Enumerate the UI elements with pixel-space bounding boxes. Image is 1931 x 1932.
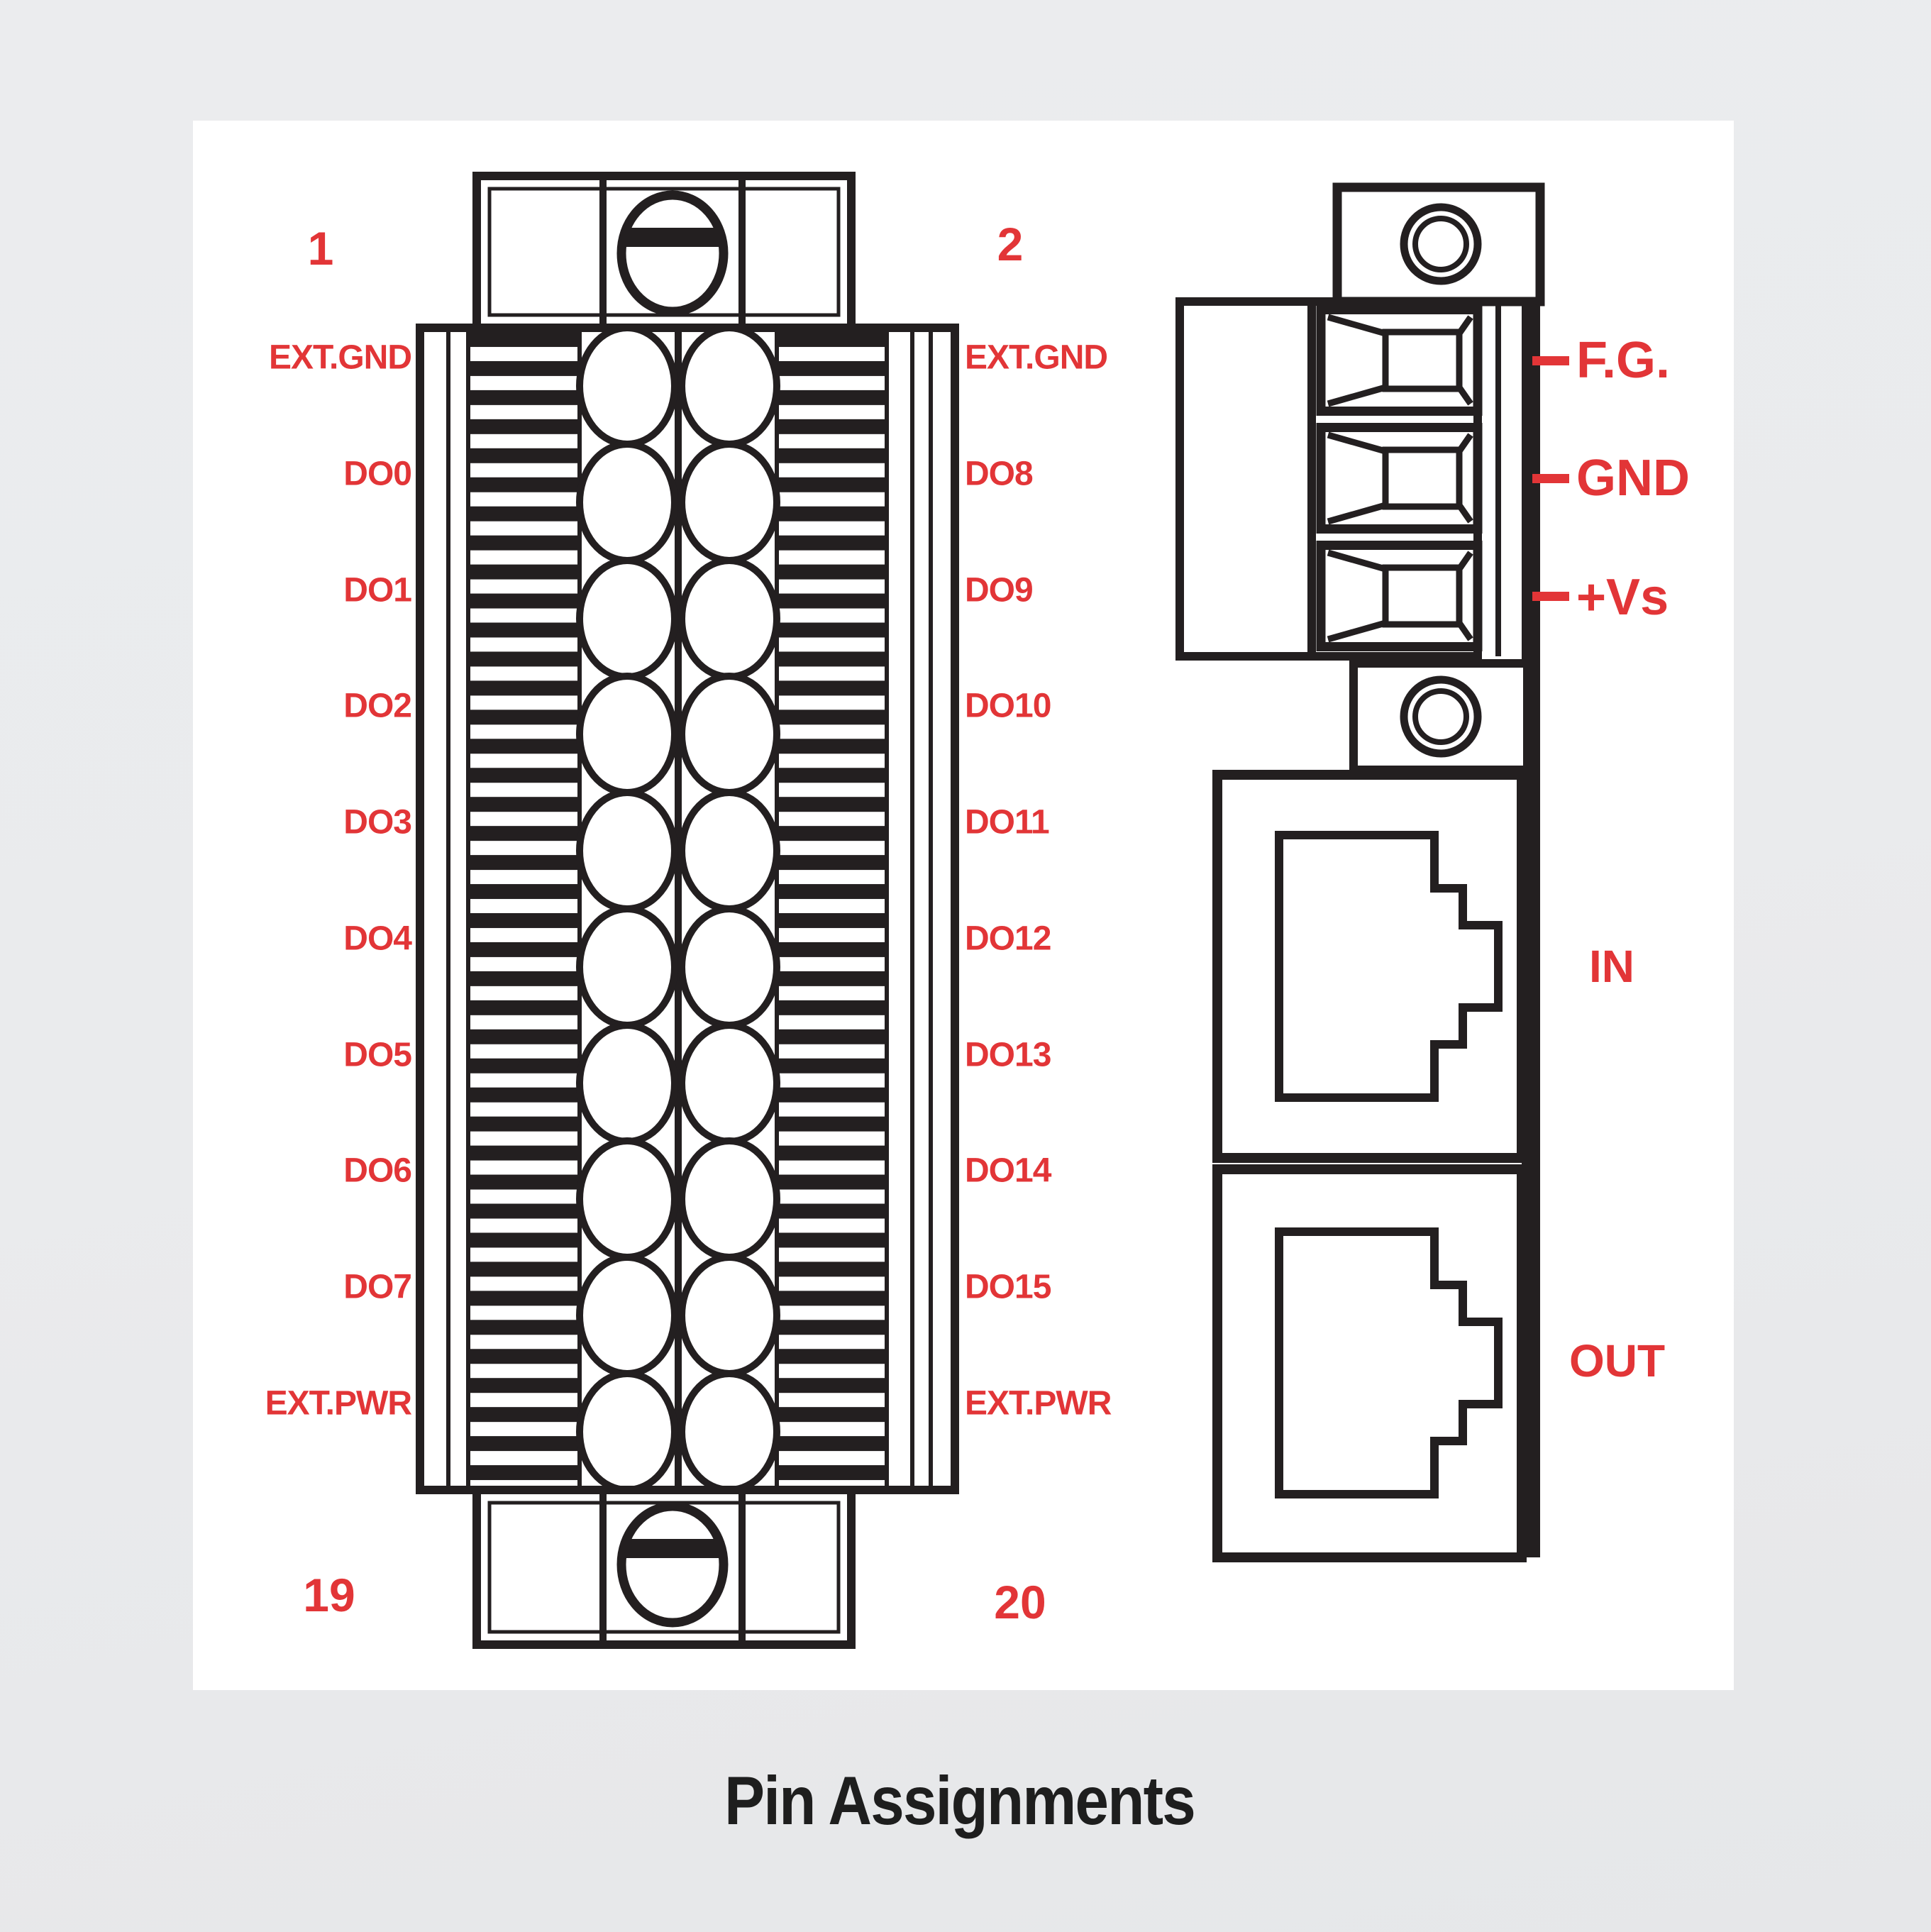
corner-pin-numbers: 1 2 19 20 [303, 218, 1046, 1628]
power-terminal-block [1175, 297, 1501, 661]
pin-label: DO15 [965, 1269, 1051, 1306]
screw-icon [621, 1506, 724, 1623]
rj45-in-jack [1212, 770, 1527, 1163]
leader-dash [1532, 356, 1569, 365]
pin-label: DO14 [965, 1152, 1052, 1190]
power-terminal-labels: F.G. GND +Vs [1576, 332, 1690, 626]
pin-label: DO10 [965, 688, 1051, 725]
mount-hole-icon [1404, 207, 1478, 281]
terminal-label: +Vs [1576, 569, 1669, 626]
terminal-cell-gnd [1321, 428, 1478, 529]
pin-label: DO2 [343, 688, 411, 725]
terminal-connector-drawing [416, 172, 959, 1649]
rj45-out-jack [1212, 1164, 1527, 1562]
port-label: IN [1589, 941, 1634, 992]
grip-hatch-right [777, 332, 887, 1486]
leader-dash [1532, 592, 1569, 601]
pin-label: DO12 [965, 920, 1051, 958]
pin-label: DO4 [343, 920, 412, 958]
pin-label: DO6 [343, 1152, 411, 1190]
pin-label: DO9 [965, 572, 1033, 609]
screw-icon [621, 195, 724, 311]
right-pin-labels: EXT.GND DO8 DO9 DO10 DO11 DO12 DO13 DO14… [965, 339, 1112, 1423]
pin-number: 20 [994, 1576, 1046, 1628]
pin-label: DO1 [343, 572, 411, 609]
pin-label: EXT.PWR [965, 1385, 1112, 1423]
terminal-label: GND [1576, 450, 1690, 507]
pin-number: 2 [997, 218, 1024, 270]
terminal-cell-fg [1321, 310, 1478, 412]
pin-label: EXT.GND [269, 339, 411, 377]
pin-label: DO11 [965, 804, 1049, 841]
pin-label: DO0 [343, 456, 411, 493]
terminal-label: F.G. [1576, 332, 1670, 389]
pin-label: DO5 [343, 1037, 411, 1074]
pin-label: DO8 [965, 456, 1033, 493]
bottom-screw-cap [472, 1486, 856, 1649]
leader-dash [1532, 474, 1569, 483]
pin-label: EXT.GND [965, 339, 1107, 377]
pin-label: EXT.PWR [265, 1385, 412, 1423]
io-connector-drawing [1175, 182, 1569, 1562]
pin-number: 19 [303, 1569, 355, 1621]
page-title: Pin Assignments [724, 1762, 1195, 1839]
pin-label: DO7 [343, 1269, 411, 1306]
pin-label: DO13 [965, 1037, 1051, 1074]
top-screw-cap [472, 172, 856, 332]
terminal-cell-vs [1321, 546, 1478, 647]
mount-hole-icon [1404, 680, 1478, 754]
pin-number: 1 [308, 222, 334, 275]
grip-hatch-left [470, 332, 580, 1486]
port-label: OUT [1569, 1335, 1665, 1386]
rj45-port-labels: IN OUT [1569, 941, 1665, 1386]
left-pin-labels: EXT.GND DO0 DO1 DO2 DO3 DO4 DO5 DO6 DO7 … [265, 339, 414, 1423]
pin-label: DO3 [343, 804, 411, 841]
